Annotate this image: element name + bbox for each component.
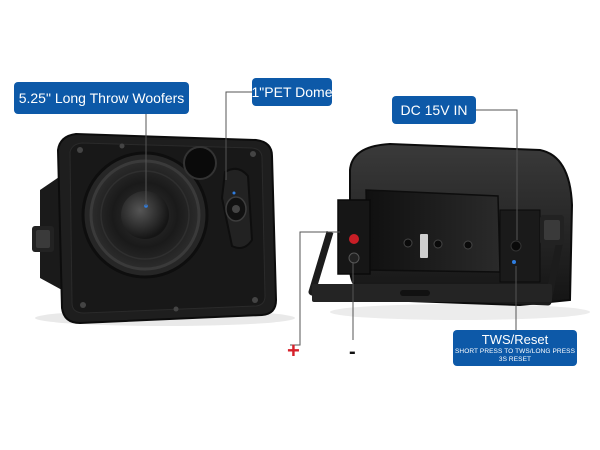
- positive-terminal: [349, 234, 359, 244]
- tws-reset-label: TWS/Reset SHORT PRESS TO TWS/LONG PRESS …: [453, 330, 577, 366]
- dc-input-label: DC 15V IN: [392, 96, 476, 124]
- speaker-shadow-right: [330, 304, 590, 320]
- spec-sticker: [420, 234, 428, 258]
- front-speaker: [32, 132, 278, 325]
- tws-reset-description: SHORT PRESS TO TWS/LONG PRESS 3S RESET: [454, 348, 576, 363]
- pet-dome-label: 1"PET Dome: [252, 78, 332, 106]
- tws-reset-title: TWS/Reset: [481, 332, 549, 347]
- woofer-label: 5.25" Long Throw Woofers: [14, 82, 189, 114]
- leader-lines: [145, 91, 518, 346]
- negative-polarity-mark: -: [349, 341, 356, 363]
- negative-terminal: [348, 252, 360, 264]
- rear-speaker: [308, 142, 574, 307]
- positive-polarity-mark: +: [287, 338, 300, 363]
- bass-port: [183, 146, 217, 180]
- dc-jack: [510, 240, 522, 252]
- woofer-dust-cap: [121, 191, 169, 239]
- tws-button: [512, 260, 516, 264]
